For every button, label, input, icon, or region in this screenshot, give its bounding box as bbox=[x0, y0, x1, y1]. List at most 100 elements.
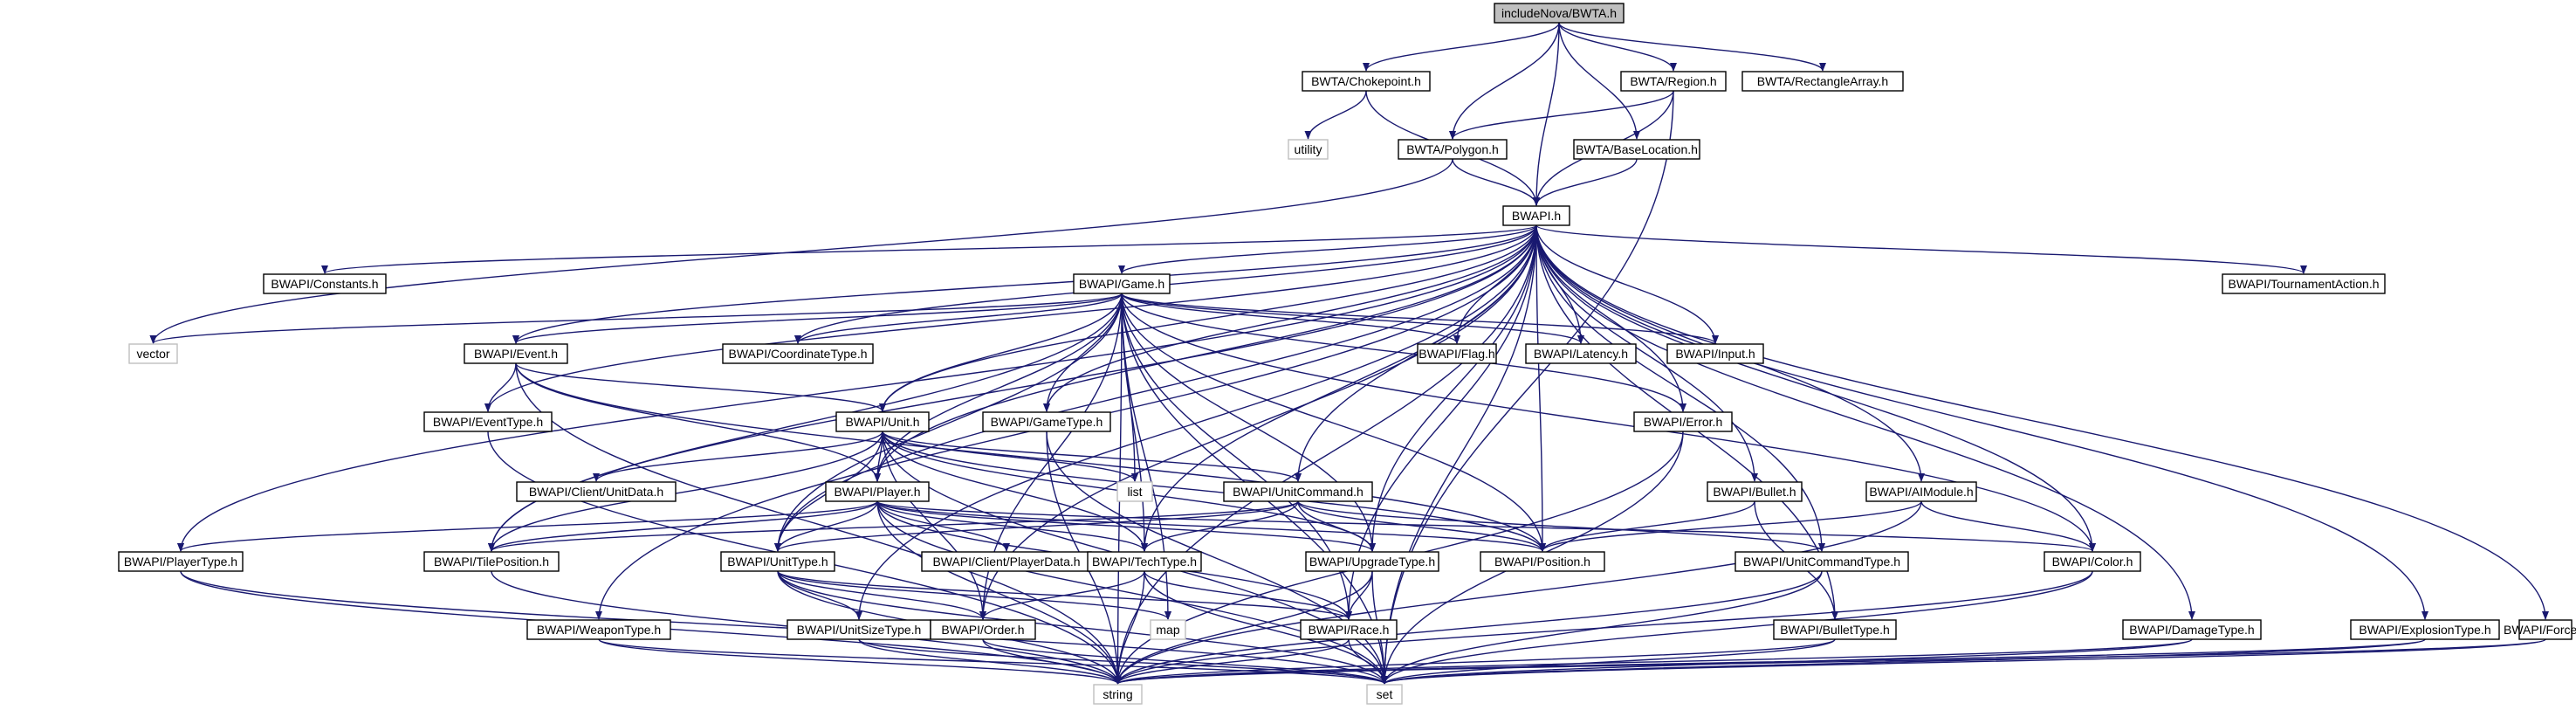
edge-bwapi-to-upgradetype bbox=[1369, 224, 1537, 552]
edge-unit-to-tilepos bbox=[488, 431, 883, 552]
node-box bbox=[982, 411, 1111, 432]
edge-unit-to-techtype bbox=[882, 431, 1148, 552]
node-box bbox=[263, 273, 387, 294]
graph-node-aimodule[interactable]: BWAPI/AIModule.h bbox=[1865, 481, 1977, 502]
graph-node-playerdata[interactable]: BWAPI/Client/PlayerData.h bbox=[921, 551, 1092, 572]
graph-node-event[interactable]: BWAPI/Event.h bbox=[464, 343, 568, 364]
graph-node-upgradetype[interactable]: BWAPI/UpgradeType.h bbox=[1305, 551, 1439, 572]
graph-node-playertype[interactable]: BWAPI/PlayerType.h bbox=[118, 551, 244, 572]
node-box bbox=[2350, 619, 2500, 640]
edge-bwapi-to-unittype bbox=[774, 224, 1537, 552]
graph-node-tilepos[interactable]: BWAPI/TilePosition.h bbox=[423, 551, 560, 572]
edge-unit-to-position bbox=[882, 431, 1546, 552]
node-label: BWAPI/Race.h bbox=[1309, 623, 1390, 637]
graph-node-unitdata[interactable]: BWAPI/Client/UnitData.h bbox=[516, 481, 677, 502]
graph-node-player[interactable]: BWAPI/Player.h bbox=[825, 481, 930, 502]
graph-node-map: map bbox=[1150, 619, 1186, 640]
graph-node-baseloc[interactable]: BWTA/BaseLocation.h bbox=[1573, 139, 1700, 160]
graph-node-gametype[interactable]: BWAPI/GameType.h bbox=[982, 411, 1111, 432]
graph-node-bullet[interactable]: BWAPI/Bullet.h bbox=[1707, 481, 1803, 502]
graph-node-order[interactable]: BWAPI/Order.h bbox=[930, 619, 1036, 640]
graph-node-root[interactable]: includeNova/BWTA.h bbox=[1494, 3, 1625, 24]
graph-node-input[interactable]: BWAPI/Input.h bbox=[1666, 343, 1764, 364]
graph-node-unittype[interactable]: BWAPI/UnitType.h bbox=[720, 551, 835, 572]
graph-node-race[interactable]: BWAPI/Race.h bbox=[1300, 619, 1398, 640]
edge-game-to-color bbox=[1121, 293, 2096, 552]
graph-node-bullettype[interactable]: BWAPI/BulletType.h bbox=[1773, 619, 1897, 640]
graph-node-tournament[interactable]: BWAPI/TournamentAction.h bbox=[2222, 273, 2386, 294]
edge-bullettype-to-set bbox=[1381, 638, 1836, 685]
graph-node-choke[interactable]: BWTA/Chokepoint.h bbox=[1302, 71, 1431, 92]
edge-bwapi-to-position bbox=[1535, 224, 1546, 552]
node-box bbox=[1865, 481, 1977, 502]
node-box bbox=[1150, 619, 1186, 640]
edge-weapontype-to-string bbox=[598, 638, 1122, 685]
edge-player-to-position bbox=[876, 500, 1546, 552]
edge-baseloc-to-bwapi bbox=[1533, 158, 1638, 206]
graph-node-constants[interactable]: BWAPI/Constants.h bbox=[263, 273, 387, 294]
edge-bwapi-to-eventtype bbox=[484, 224, 1537, 412]
edge-game-to-player bbox=[874, 293, 1123, 482]
node-label: BWAPI/UnitCommand.h bbox=[1233, 485, 1364, 499]
graph-node-damagetype[interactable]: BWAPI/DamageType.h bbox=[2122, 619, 2262, 640]
edge-upgradetype-to-string bbox=[1114, 570, 1373, 685]
graph-node-color[interactable]: BWAPI/Color.h bbox=[2044, 551, 2141, 572]
graph-node-unitcmdtype[interactable]: BWAPI/UnitCommandType.h bbox=[1735, 551, 1909, 572]
edge-player-to-set bbox=[876, 500, 1388, 685]
node-label: BWAPI/TilePosition.h bbox=[434, 555, 549, 569]
edge-game-to-unittype bbox=[774, 293, 1123, 552]
node-box bbox=[720, 551, 835, 572]
graph-node-weapontype[interactable]: BWAPI/WeaponType.h bbox=[526, 619, 671, 640]
graph-node-region[interactable]: BWTA/Region.h bbox=[1620, 71, 1727, 92]
node-label: BWAPI/Client/PlayerData.h bbox=[932, 555, 1080, 569]
node-label: BWAPI/Color.h bbox=[2052, 555, 2133, 569]
edge-damagetype-to-string bbox=[1114, 638, 2193, 685]
edge-bwapi-to-tournament bbox=[1535, 224, 2307, 274]
graph-node-game[interactable]: BWAPI/Game.h bbox=[1073, 273, 1171, 294]
graph-node-techtype[interactable]: BWAPI/TechType.h bbox=[1087, 551, 1202, 572]
graph-node-set: set bbox=[1366, 684, 1403, 705]
edge-game-to-error bbox=[1121, 293, 1686, 412]
node-label: BWAPI/WeaponType.h bbox=[537, 623, 661, 637]
graph-node-force[interactable]: BWAPI/Force.h bbox=[2504, 619, 2576, 640]
edge-techtype-to-string bbox=[1114, 570, 1145, 685]
node-label: BWTA/BaseLocation.h bbox=[1576, 142, 1698, 156]
node-label: BWAPI/UnitSizeType.h bbox=[797, 623, 922, 637]
edge-unittype-to-map bbox=[777, 570, 1171, 620]
graph-node-error[interactable]: BWAPI/Error.h bbox=[1633, 411, 1733, 432]
edge-bwapi-to-unitcmdtype bbox=[1535, 224, 1825, 552]
edge-bwapi-to-techtype bbox=[1141, 224, 1537, 552]
graph-node-rectarr[interactable]: BWTA/RectangleArray.h bbox=[1741, 71, 1904, 92]
graph-node-unitcmd[interactable]: BWAPI/UnitCommand.h bbox=[1223, 481, 1373, 502]
graph-node-string: string bbox=[1093, 684, 1143, 705]
graph-node-latency[interactable]: BWAPI/Latency.h bbox=[1525, 343, 1637, 364]
node-box bbox=[1502, 205, 1570, 226]
node-label: BWAPI/Client/UnitData.h bbox=[529, 485, 663, 499]
edge-bwapi-to-game bbox=[1118, 224, 1537, 274]
node-label: BWAPI/Event.h bbox=[474, 347, 558, 361]
graph-node-vector: vector bbox=[128, 343, 178, 364]
graph-node-unitsizetype[interactable]: BWAPI/UnitSizeType.h bbox=[787, 619, 931, 640]
node-label: set bbox=[1377, 687, 1393, 701]
node-box bbox=[1480, 551, 1605, 572]
graph-node-position[interactable]: BWAPI/Position.h bbox=[1480, 551, 1605, 572]
graph-node-unit[interactable]: BWAPI/Unit.h bbox=[835, 411, 930, 432]
node-label: BWAPI/Order.h bbox=[941, 623, 1024, 637]
edge-choke-to-utility bbox=[1304, 90, 1367, 140]
graph-node-polygon[interactable]: BWTA/Polygon.h bbox=[1398, 139, 1508, 160]
node-label: BWAPI/Player.h bbox=[834, 485, 920, 499]
node-box bbox=[1633, 411, 1733, 432]
graph-node-explosiontype[interactable]: BWAPI/ExplosionType.h bbox=[2350, 619, 2500, 640]
edge-gametype-to-set bbox=[1046, 431, 1388, 685]
graph-node-flag[interactable]: BWAPI/Flag.h bbox=[1417, 343, 1497, 364]
graph-node-bwapi[interactable]: BWAPI.h bbox=[1502, 205, 1570, 226]
edge-unittype-to-set bbox=[777, 570, 1388, 685]
edge-root-to-region bbox=[1558, 22, 1677, 72]
edge-region-to-polygon bbox=[1449, 90, 1674, 140]
node-box bbox=[118, 551, 244, 572]
edge-game-to-event bbox=[512, 293, 1123, 344]
graph-node-eventtype[interactable]: BWAPI/EventType.h bbox=[423, 411, 553, 432]
graph-node-coordtype[interactable]: BWAPI/CoordinateType.h bbox=[722, 343, 874, 364]
